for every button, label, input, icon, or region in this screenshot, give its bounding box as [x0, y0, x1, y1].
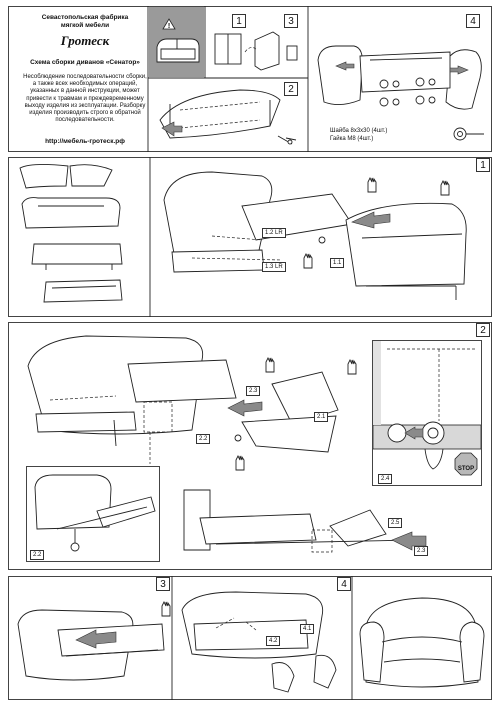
website: http://мебель-гротеск.рф — [45, 138, 125, 145]
section-1-sofa-illustration — [163, 171, 467, 300]
detail-2-4-illustration — [373, 341, 481, 476]
hand-icon — [303, 252, 313, 269]
section-2-frame — [8, 322, 492, 570]
label-2-4: 2.4 — [378, 474, 393, 484]
header-step-2-illustration — [159, 89, 297, 145]
section-3-4-frame — [8, 576, 492, 700]
header-dividers — [147, 6, 309, 152]
header-step-1-illustration — [214, 31, 298, 71]
label-1-3-lr: 1.3 LR — [262, 262, 286, 272]
warning-text: Несоблюдение последовательности сборки, … — [23, 74, 147, 124]
logo: Гротеск — [60, 33, 110, 48]
svg-text:!: ! — [168, 23, 170, 30]
label-2-3-bottom: 2.3 — [414, 546, 429, 556]
hand-icon — [347, 358, 357, 375]
wrench-icon — [453, 127, 484, 141]
section-4-number: 4 — [337, 577, 351, 591]
label-4-2: 4.2 — [266, 636, 281, 646]
label-2-2: 2.2 — [196, 434, 211, 444]
header-step-2: 2 — [284, 82, 298, 96]
hand-icon — [440, 179, 450, 196]
section-3-4-dividers — [171, 576, 353, 700]
hand-icon — [161, 600, 171, 617]
label-2-2-detail: 2.2 — [30, 550, 45, 560]
hand-icon — [265, 356, 275, 373]
label-2-1: 2.1 — [314, 412, 329, 422]
company-name: Севастопольская фабрика мягкой мебели — [41, 14, 129, 29]
section-4-assembly-illustration — [181, 591, 337, 693]
section-3-illustration — [17, 609, 165, 681]
label-2-5: 2.5 — [388, 518, 403, 528]
finished-sofa-illustration — [359, 597, 485, 688]
header-step-3: 3 — [284, 14, 298, 28]
section-1-number: 1 — [476, 158, 490, 172]
stop-sign: STOP — [457, 466, 475, 472]
label-4-1: 4.1 — [300, 624, 315, 634]
section-2-bottom-sofa — [183, 489, 427, 553]
nut-spec: Гайка М8 (4шт.) — [330, 136, 374, 142]
section-1-frame — [8, 157, 492, 317]
section-3-number: 3 — [156, 577, 170, 591]
hand-icon — [367, 176, 377, 193]
detail-2-2-illustration — [34, 474, 156, 552]
label-2-3: 2.3 — [246, 386, 261, 396]
label-1-1: 1.1 — [330, 258, 345, 268]
hand-icon — [235, 454, 245, 471]
header-frame — [8, 6, 492, 152]
detail-2-2-frame — [26, 466, 160, 562]
section-2-number: 2 — [476, 323, 490, 337]
header-step-1: 1 — [232, 14, 246, 28]
header-step-4-illustration — [317, 45, 482, 110]
header-step-4: 4 — [466, 14, 480, 28]
detail-2-2-connector — [143, 401, 173, 464]
page-title: Схема сборки диванов «Сенатор» — [30, 59, 140, 66]
label-1-2-lr: 1.2 LR — [262, 228, 286, 238]
washer-spec: Шайба 8х3х30 (4шт.) — [330, 128, 388, 134]
detail-2-4-frame — [372, 340, 482, 486]
section-1-parts-list — [19, 163, 123, 303]
sofa-cover-illustration: ! — [156, 18, 200, 63]
section-2-top-sofa — [27, 335, 339, 453]
section-1-left-divider — [149, 157, 151, 317]
